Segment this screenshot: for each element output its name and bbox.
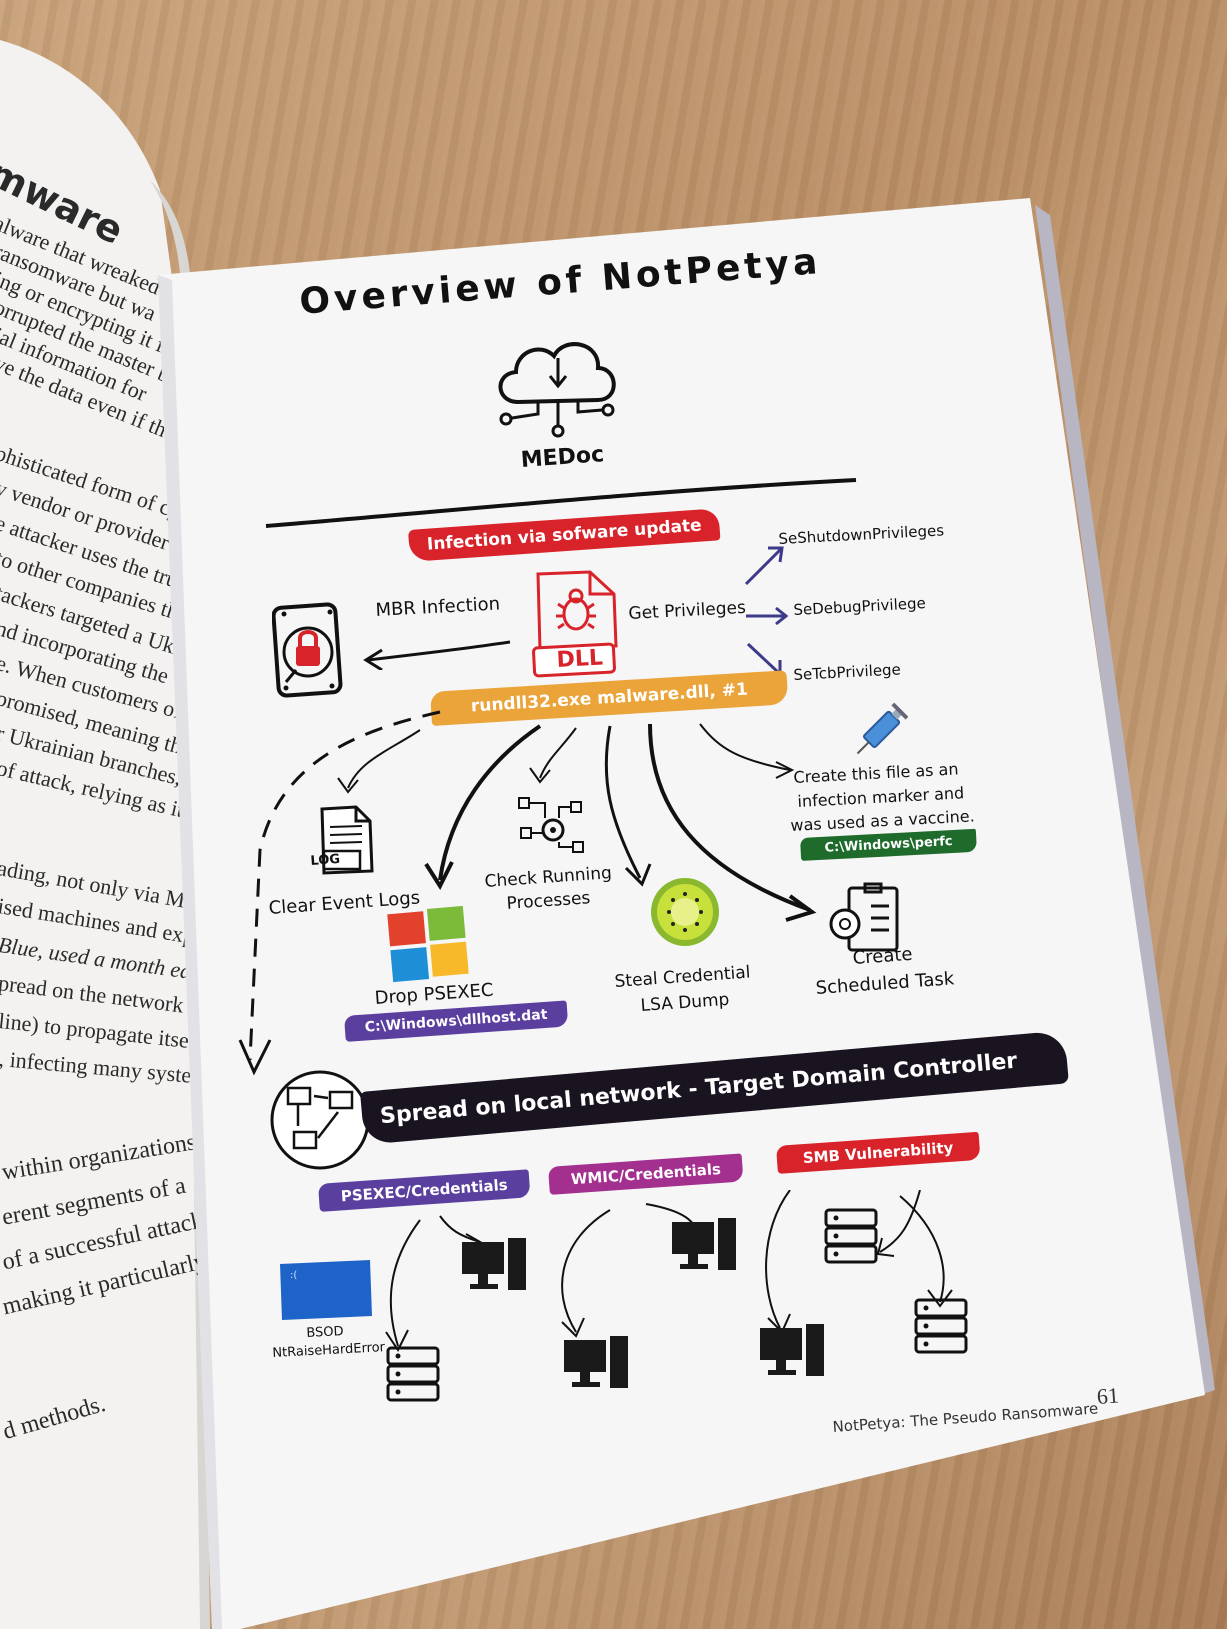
server-icon [914, 1298, 968, 1354]
bsod-screen-icon: :( [280, 1260, 372, 1320]
bsod-label: BSOD [306, 1324, 344, 1341]
server-icon [386, 1346, 440, 1402]
cloud-download-icon [498, 342, 616, 438]
method-banner-smb: SMB Vulnerability [776, 1131, 981, 1174]
computer-icon [462, 1238, 526, 1290]
mbr-infection-label: MBR Infection [375, 593, 501, 621]
network-icon [270, 1070, 370, 1170]
computer-icon [564, 1336, 628, 1388]
page-title: Overview of NotPetya [298, 240, 823, 323]
running-title: NotPetya: The Pseudo Ransomware [832, 1399, 1099, 1436]
syringe-icon [856, 702, 908, 755]
bsod-label: NtRaiseHardError [272, 1340, 386, 1361]
log-icon-label: LOG [310, 851, 341, 869]
computer-icon [760, 1324, 824, 1376]
divider-line [265, 478, 857, 528]
dll-label: DLL [556, 645, 604, 673]
privilege-arrows [744, 546, 789, 676]
scheduled-task-label: Scheduled Task [815, 968, 955, 999]
rundll-arrows [238, 710, 817, 1076]
scheduled-task-label: Create [852, 943, 914, 969]
dll-file-icon [532, 570, 618, 678]
log-file-icon [320, 805, 374, 875]
mbr-arrow [363, 640, 511, 670]
windows-logo-icon [387, 905, 469, 983]
page-number: 61 [1096, 1382, 1120, 1409]
computer-icon [672, 1218, 736, 1270]
locked-disk-icon [272, 602, 343, 698]
server-icon [824, 1208, 878, 1264]
kiwi-icon [651, 878, 719, 946]
source-label: MEDoc [520, 442, 605, 473]
get-privileges-label: Get Privileges [628, 597, 747, 624]
privilege-item: SeTcbPrivilege [793, 660, 902, 684]
svg-text::(: :( [290, 1270, 297, 1281]
spread-arrows [385, 1190, 953, 1352]
scheduled-task-icon [829, 882, 899, 952]
method-banner-wmic: WMIC/Credentials [548, 1153, 744, 1195]
process-checklist-icon [518, 797, 584, 853]
privilege-item: SeDebugPrivilege [793, 594, 927, 619]
